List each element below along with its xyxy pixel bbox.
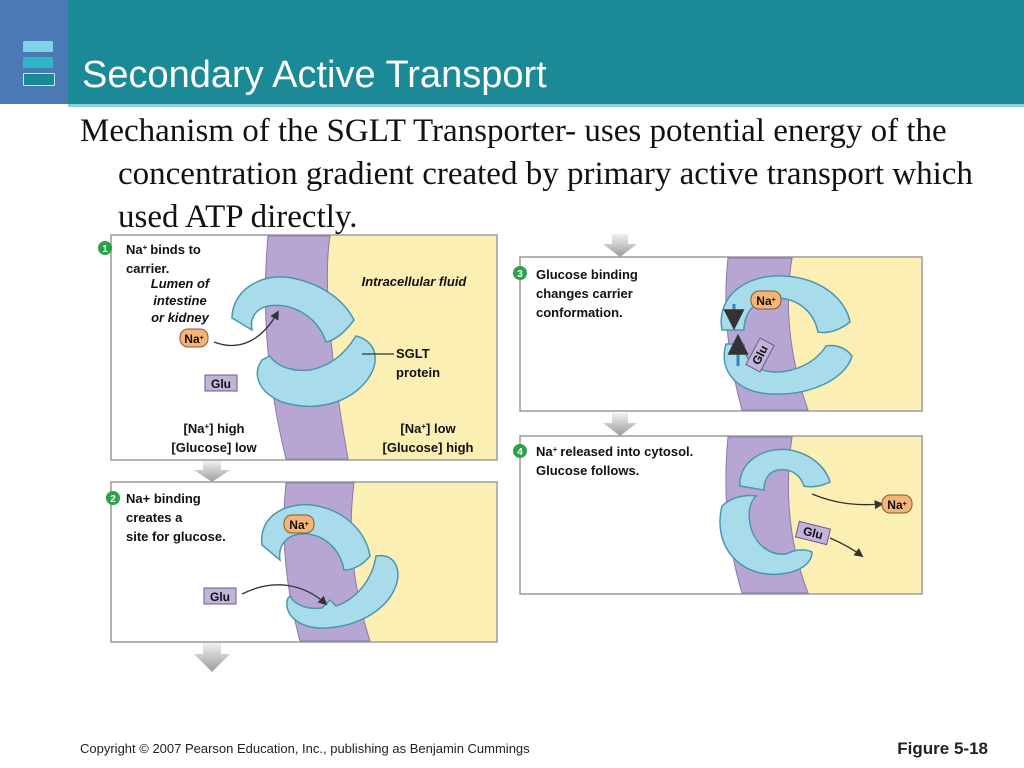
intracellular-glucose-concentration: [Glucose] high xyxy=(383,440,474,455)
panel-2-sodium-ion xyxy=(283,514,315,534)
panel-4-sglt-bottom-lobe xyxy=(719,494,813,576)
header-rule xyxy=(68,104,1024,107)
panel-1-step-badge xyxy=(98,241,112,255)
lumen-sodium-concentration: [Na+] high xyxy=(183,421,244,436)
panel-2-caption-line-2: creates a xyxy=(126,510,183,525)
panel-2-caption-line-3: site for glucose. xyxy=(126,529,226,544)
panel-3-sglt-bottom-lobe xyxy=(723,343,853,395)
panel-2-caption-line-1: Na+ binding xyxy=(126,491,201,506)
panel-2-sglt-bottom-lobe xyxy=(286,554,399,629)
panel-2-glucose-label: Glu xyxy=(210,590,230,604)
panel-step-3: 3 Glucose binding changes carrier confor… xyxy=(513,256,923,412)
lumen-glucose-concentration: [Glucose] low xyxy=(171,440,257,455)
panel-3-caption-line-3: conformation. xyxy=(536,305,623,320)
panel-step-4: 4 Na+released into cytosol. Glucose foll… xyxy=(513,435,923,595)
panel-4-glucose-molecule: Glu xyxy=(794,520,832,546)
panel-1-step-number: 1 xyxy=(102,244,108,255)
copyright-notice: Copyright © 2007 Pearson Education, Inc.… xyxy=(80,741,530,756)
sglt-label-line-1: SGLT xyxy=(396,346,430,361)
panel-1-intracellular-area xyxy=(327,236,496,459)
flow-arrow-1-to-2 xyxy=(194,461,230,482)
panel-3-sodium-label: Na+ xyxy=(756,294,775,308)
logo-bar-bottom xyxy=(23,73,55,86)
slide-header xyxy=(0,0,1024,104)
panel-2-step-number: 2 xyxy=(110,494,116,505)
panel-1-sodium-label: Na+ xyxy=(184,332,203,346)
panel-4-glucose-box xyxy=(794,520,832,546)
panel-2-intracellular-area xyxy=(351,483,496,641)
lumen-label-line-3: or kidney xyxy=(151,310,210,325)
panel-4-glucose-label: Glu xyxy=(802,524,825,542)
panel-1-glucose-label: Glu xyxy=(211,377,231,391)
panel-4-step-badge xyxy=(513,444,527,458)
panel-3-caption-line-2: changes carrier xyxy=(536,286,633,301)
panel-1-sglt-top-lobe xyxy=(231,276,355,343)
panel-4-sodium-release-arrow xyxy=(811,493,884,510)
panel-4-caption-line-1: Na+released into cytosol. xyxy=(536,444,693,459)
panel-2-glucose-arrow xyxy=(241,584,328,606)
panel-1-sodium-ion xyxy=(179,328,209,348)
panel-3-step-number: 3 xyxy=(517,269,523,280)
flow-arrow-2-to-3 xyxy=(194,643,230,672)
flow-arrow-into-3 xyxy=(603,234,637,257)
lumen-label-line-2: intestine xyxy=(153,293,206,308)
panel-step-1: 1 Na+binds to carrier. Lumen of intestin… xyxy=(98,234,498,461)
panel-4-sodium-label: Na+ xyxy=(887,498,906,512)
panel-4-caption-line-2: Glucose follows. xyxy=(536,463,639,478)
panel-2-sodium-label: Na+ xyxy=(289,518,308,532)
panel-3-glucose-box xyxy=(745,337,775,373)
panel-3-caption-line-1: Glucose binding xyxy=(536,267,638,282)
panel-3-step-badge xyxy=(513,266,527,280)
sglt-label-line-2: protein xyxy=(396,365,440,380)
panel-4-sglt-top-lobe xyxy=(739,448,831,491)
panel-1-caption-line-1: Na+binds to xyxy=(126,242,201,257)
lumen-label-line-1: Lumen of xyxy=(151,276,211,291)
intracellular-sodium-concentration: [Na+] low xyxy=(400,421,456,436)
panel-2-step-badge xyxy=(106,491,120,505)
panel-3-sodium-ion xyxy=(750,290,782,310)
intracellular-fluid-label: Intracellular fluid xyxy=(362,274,468,289)
logo-bar-middle xyxy=(23,57,53,68)
panel-4-step-number: 4 xyxy=(517,447,523,458)
panel-4-glucose-release-arrow xyxy=(829,537,864,558)
panel-4-sodium-ion xyxy=(881,494,913,514)
slide-title: Secondary Active Transport xyxy=(82,54,547,96)
panel-2-glucose-molecule xyxy=(203,587,237,605)
flow-arrow-3-to-4 xyxy=(603,413,637,436)
panel-1-caption-line-2: carrier. xyxy=(126,261,169,276)
panel-step-2: 2 Na+ binding creates a site for glucose… xyxy=(106,481,498,643)
figure-label: Figure 5-18 xyxy=(897,739,988,758)
logo-bar-top xyxy=(23,41,53,52)
slide-subtitle: Mechanism of the SGLT Transporter- uses … xyxy=(80,113,973,234)
panel-3-glucose-molecule: Glu xyxy=(745,337,775,373)
panel-1-glucose-molecule xyxy=(204,374,238,392)
panel-1-binding-arrow xyxy=(213,310,279,347)
slide-logo xyxy=(0,0,68,104)
